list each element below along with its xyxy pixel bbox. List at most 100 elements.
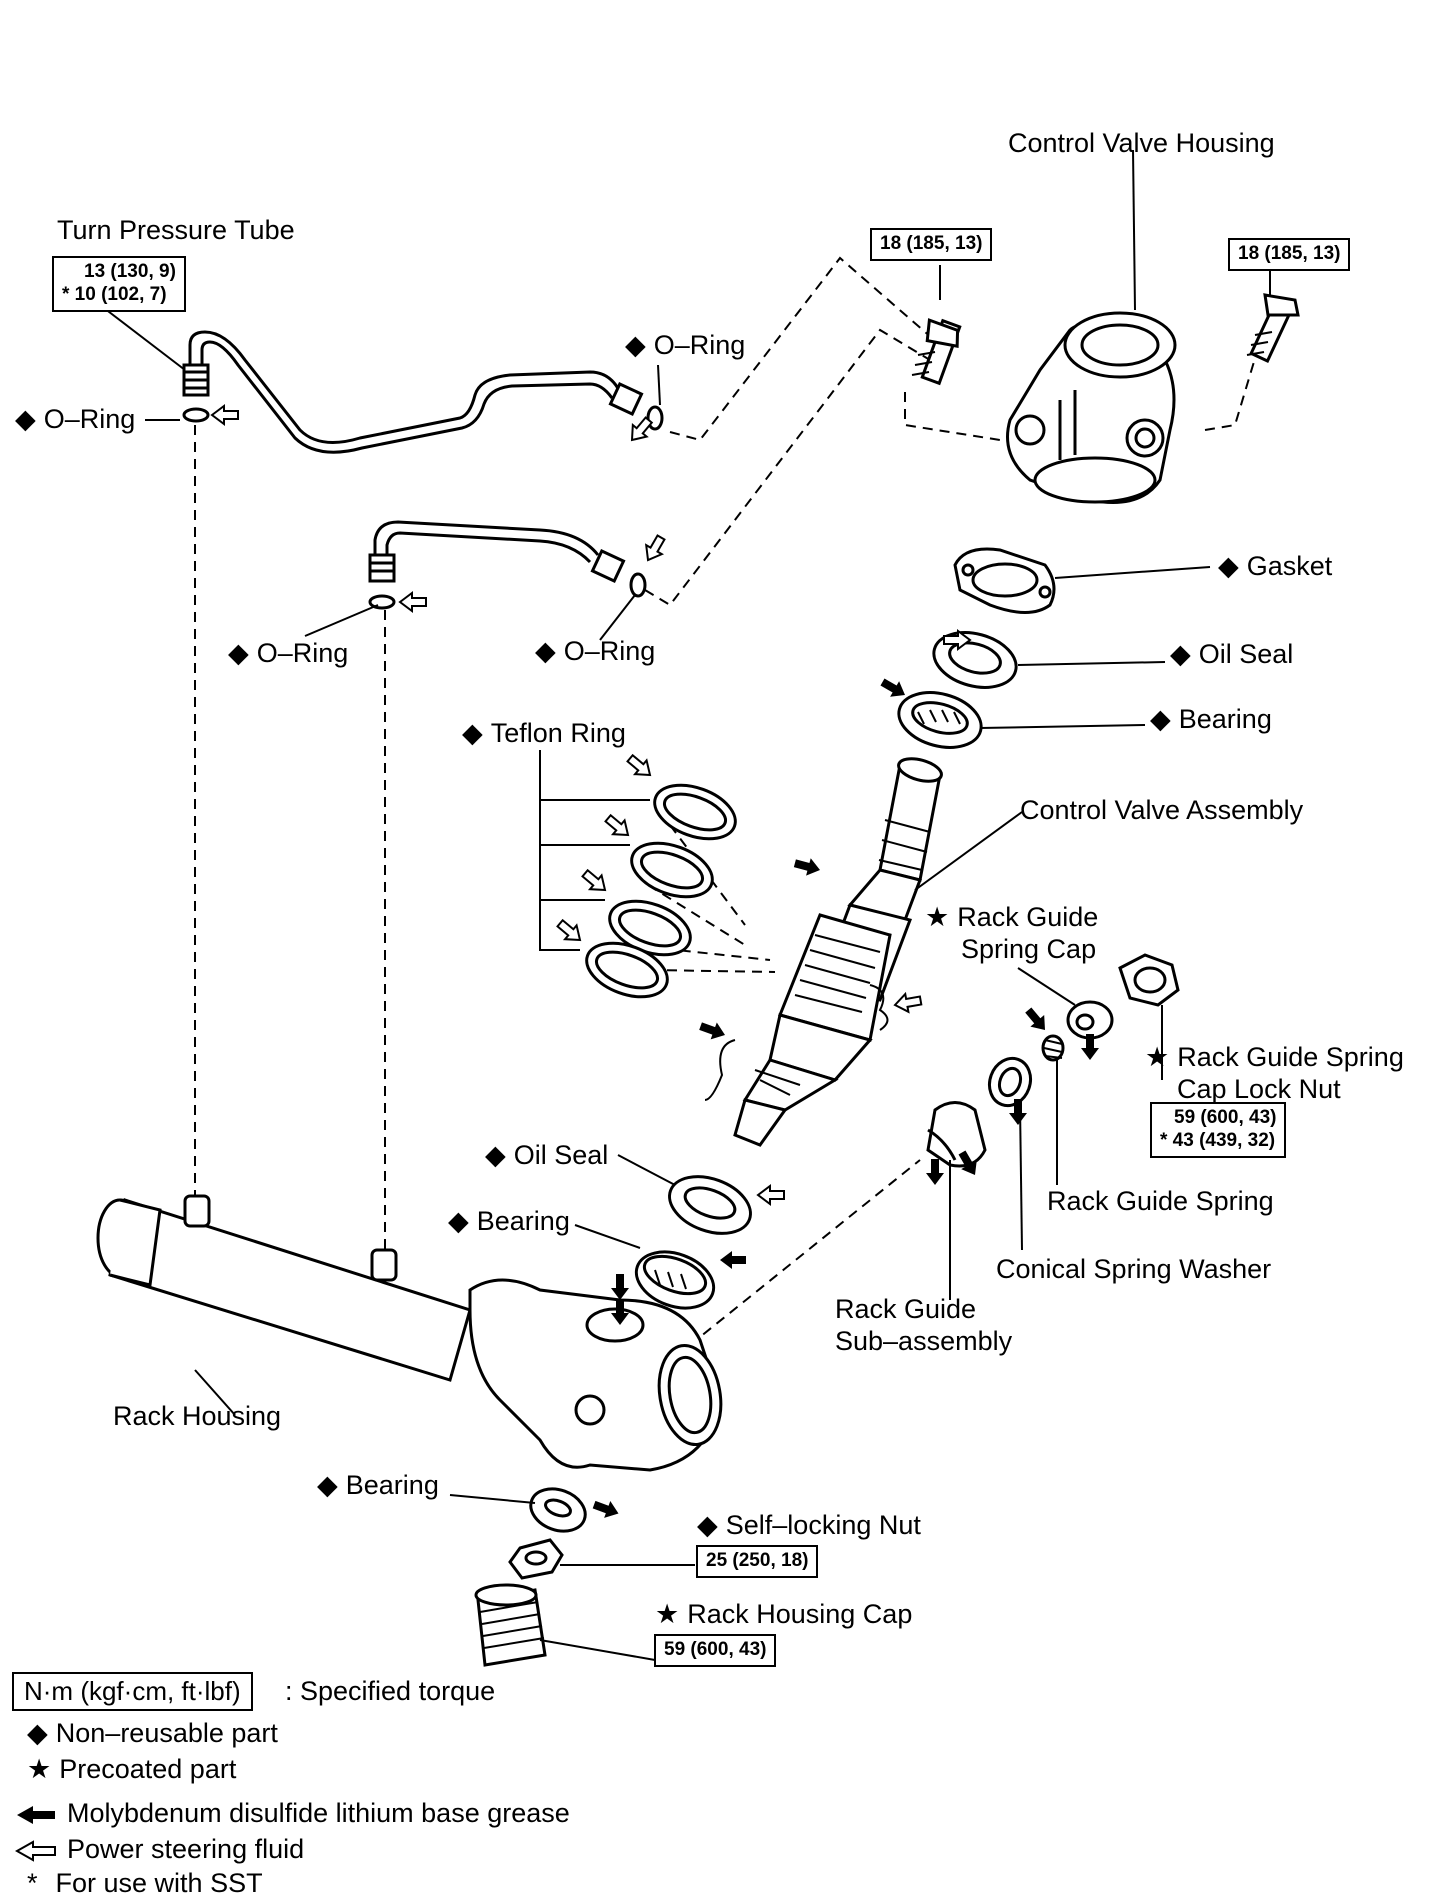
label-text: O–Ring: [653, 330, 746, 360]
ps-fluid-arrow-icon: [399, 592, 427, 612]
label-text: Rack Guide: [835, 1294, 977, 1324]
label-text-2: Sub–assembly: [835, 1326, 1013, 1357]
bearing-lower: [634, 1250, 716, 1310]
legend-ps-fluid: Power steering fluid: [15, 1836, 304, 1863]
non-reusable-icon: ◆: [625, 330, 646, 360]
control-valve-assembly: [733, 757, 943, 1147]
torque-valve-housing-bolt-right: 18 (185, 13): [1228, 238, 1351, 271]
non-reusable-icon: ◆: [27, 1718, 48, 1748]
bearing-bottom: [529, 1487, 587, 1533]
legend-unit-box: N·m (kgf·cm, ft·lbf): [12, 1672, 253, 1712]
label-text: O–Ring: [563, 636, 656, 666]
conical-spring-washer: [987, 1056, 1033, 1108]
precoated-icon: ★: [27, 1754, 52, 1784]
moly-grease-arrow-icon: [697, 1017, 729, 1044]
moly-grease-arrow-icon: [792, 854, 823, 879]
ps-fluid-arrow-icon: [639, 531, 670, 566]
torque-value: 59 (600, 43): [1174, 1107, 1277, 1128]
label-text: Bearing: [476, 1206, 570, 1236]
non-reusable-icon: ◆: [1150, 704, 1171, 734]
oil-seal-upper: [932, 631, 1018, 689]
teflon-ring-bracket: [539, 750, 650, 951]
non-reusable-icon: ◆: [15, 404, 36, 434]
label-text-2: Spring Cap: [961, 934, 1097, 965]
bearing-upper: [897, 691, 983, 749]
legend-text: Non–reusable part: [55, 1718, 278, 1748]
precoated-icon: ★: [1145, 1042, 1170, 1072]
label-text: Rack Guide: [957, 902, 1099, 932]
legend-precoated: ★Precoated part: [27, 1756, 236, 1783]
label-oil-seal-upper: ◆Oil Seal: [1170, 641, 1293, 668]
rack-housing-cap: [474, 1583, 547, 1667]
legend-text: Precoated part: [59, 1754, 237, 1784]
precoated-icon: ★: [655, 1599, 680, 1629]
oil-seal-lower: [668, 1175, 752, 1235]
label-rack-housing-cap: ★Rack Housing Cap: [655, 1601, 912, 1628]
sst-asterisk-icon: *: [27, 1868, 38, 1898]
label-bearing-lower: ◆Bearing: [448, 1208, 570, 1235]
label-text: Bearing: [1178, 704, 1272, 734]
ps-fluid-arrow-icon: [211, 405, 239, 425]
label-text: Rack Housing Cap: [687, 1599, 913, 1629]
label-text: Teflon Ring: [490, 718, 626, 748]
bolt-right-icon: [1246, 293, 1300, 363]
ps-fluid-arrow-icon: [892, 990, 924, 1015]
ps-fluid-arrow-icon: [623, 750, 657, 783]
bolt-left-icon: [911, 318, 962, 386]
label-text: O–Ring: [43, 404, 136, 434]
leader-lines: [99, 149, 1271, 1661]
torque-turn-pressure-tube: 13 (130, 9) * 10 (102, 7): [52, 256, 186, 312]
moly-grease-arrow-icon: [1021, 1004, 1052, 1036]
ps-fluid-arrow-icon: [553, 915, 587, 948]
moly-grease-arrow-icon: [720, 1251, 746, 1269]
torque-value-sst: * 10 (102, 7): [62, 283, 167, 305]
pressure-tube-lower: [368, 520, 626, 584]
moly-grease-arrow-icon: [926, 1159, 944, 1185]
ps-fluid-arrow-icon: [601, 810, 635, 843]
label-bearing-bottom: ◆Bearing: [317, 1472, 439, 1499]
non-reusable-icon: ◆: [1170, 639, 1191, 669]
torque-value-sst: * 43 (439, 32): [1160, 1129, 1276, 1151]
ps-fluid-arrow-icon: [578, 865, 612, 898]
label-o-ring-top: ◆O–Ring: [625, 332, 745, 359]
rack-housing: [96, 1194, 723, 1472]
legend-text: Molybdenum disulfide lithium base grease: [67, 1798, 570, 1828]
legend-unit-desc: : Specified torque: [285, 1676, 496, 1706]
ps-fluid-arrow-icon: [757, 1185, 785, 1205]
torque-rack-housing-cap: 59 (600, 43): [654, 1634, 777, 1667]
label-turn-pressure-tube: Turn Pressure Tube: [57, 215, 295, 245]
label-rack-guide-spring-cap-lock-nut: ★Rack Guide Spring Cap Lock Nut: [1145, 1041, 1404, 1106]
label-o-ring-mid-right: ◆O–Ring: [535, 638, 655, 665]
turn-pressure-tube: [182, 330, 644, 454]
precoated-icon: ★: [925, 902, 950, 932]
rack-guide-sub-assembly: [926, 1101, 987, 1168]
rack-guide-spring-cap: [1066, 1000, 1114, 1040]
moly-grease-arrow-icon: [590, 1496, 622, 1523]
label-rack-guide-spring-cap: ★Rack Guide Spring Cap: [925, 901, 1098, 966]
torque-lock-nut: 59 (600, 43) * 43 (439, 32): [1150, 1102, 1287, 1158]
non-reusable-icon: ◆: [1218, 551, 1239, 581]
shaft-brackets: [704, 984, 889, 1101]
label-gasket: ◆Gasket: [1218, 553, 1332, 580]
label-rack-housing: Rack Housing: [113, 1401, 282, 1431]
label-conical-spring-washer: Conical Spring Washer: [996, 1254, 1272, 1284]
non-reusable-icon: ◆: [317, 1470, 338, 1500]
torque-self-locking-nut: 25 (250, 18): [696, 1545, 819, 1578]
non-reusable-icon: ◆: [228, 638, 249, 668]
label-control-valve-assembly: Control Valve Assembly: [1020, 795, 1304, 825]
label-rack-guide-sub-assembly: Rack Guide Sub–assembly: [835, 1293, 1012, 1358]
torque-valve-housing-bolt-left: 18 (185, 13): [870, 228, 993, 261]
molybdenum-grease-arrow-icon: [17, 1805, 55, 1824]
self-locking-nut: [508, 1538, 564, 1580]
non-reusable-icon: ◆: [697, 1510, 718, 1540]
label-text: Rack Guide Spring: [1177, 1042, 1404, 1072]
rack-guide-spring-cap-lock-nut: [1118, 953, 1180, 1007]
teflon-rings: [585, 783, 737, 999]
legend-sst: * For use with SST: [27, 1870, 263, 1897]
legend-text: For use with SST: [55, 1868, 263, 1898]
label-text: Oil Seal: [1198, 639, 1294, 669]
non-reusable-icon: ◆: [535, 636, 556, 666]
label-control-valve-housing: Control Valve Housing: [1008, 128, 1275, 158]
legend-non-reusable: ◆Non–reusable part: [27, 1720, 278, 1747]
